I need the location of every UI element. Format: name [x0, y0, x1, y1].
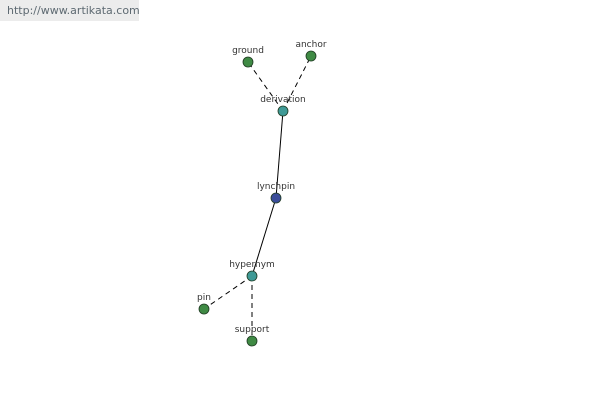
node-anchor[interactable]: anchor	[295, 40, 327, 62]
node-label: pin	[197, 293, 211, 303]
node-label: support	[235, 325, 270, 335]
node-ground[interactable]: ground	[232, 46, 264, 68]
node-marker[interactable]	[246, 270, 258, 282]
edge-derivation-anchor	[282, 55, 312, 112]
node-marker[interactable]	[246, 335, 258, 347]
edges-layer	[203, 55, 312, 341]
nodes-layer: lynchpin derivation hypernym ground anchor pi…	[197, 40, 327, 347]
edge-lynchpin-derivation	[275, 110, 284, 199]
source-banner: http://www.artikata.com	[0, 0, 140, 21]
node-pin[interactable]: pin	[197, 293, 211, 315]
node-label: anchor	[295, 40, 326, 50]
edge-derivation-ground	[247, 61, 284, 112]
node-derivation[interactable]: derivation	[260, 95, 306, 117]
node-hypernym[interactable]: hypernym	[229, 260, 275, 282]
edge-hypernym-pin	[203, 275, 253, 310]
node-marker[interactable]	[198, 303, 210, 315]
node-label: hypernym	[229, 260, 275, 270]
edge-lynchpin-hypernym	[251, 197, 277, 277]
node-marker[interactable]	[305, 50, 317, 62]
source-url-link[interactable]: http://www.artikata.com	[7, 4, 140, 17]
node-label: ground	[232, 46, 264, 56]
node-marker[interactable]	[277, 105, 289, 117]
node-label: lynchpin	[257, 182, 295, 192]
node-lynchpin[interactable]: lynchpin	[257, 182, 295, 204]
node-label: derivation	[260, 95, 306, 105]
node-support[interactable]: support	[235, 325, 270, 347]
node-marker[interactable]	[242, 56, 254, 68]
node-marker[interactable]	[270, 192, 282, 204]
